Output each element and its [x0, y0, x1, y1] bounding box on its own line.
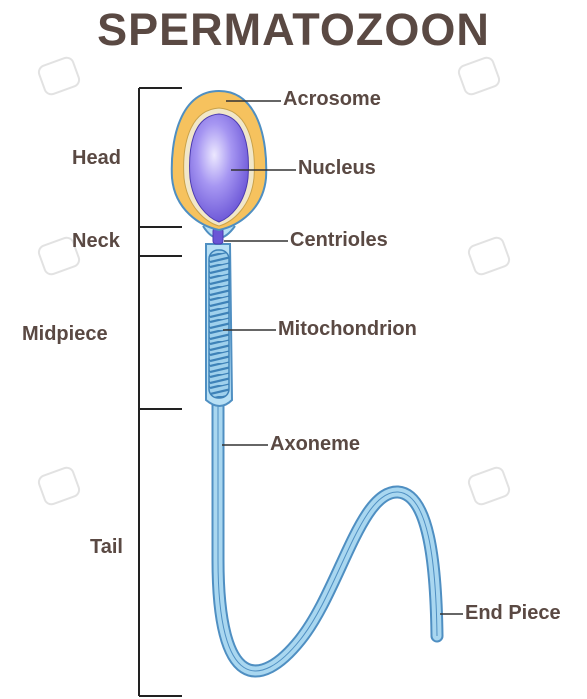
part-label-acrosome: Acrosome: [283, 88, 381, 111]
region-label-midpiece: Midpiece: [22, 323, 108, 346]
midpiece-shape: [206, 244, 232, 406]
region-label-head: Head: [72, 147, 121, 170]
region-label-tail: Tail: [90, 536, 123, 559]
part-label-centrioles: Centrioles: [290, 229, 388, 252]
region-label-neck: Neck: [72, 230, 120, 253]
head-shape: [172, 91, 266, 230]
part-label-mitochondrion: Mitochondrion: [278, 318, 417, 341]
part-label-axoneme: Axoneme: [270, 433, 360, 456]
part-label-end-piece: End Piece: [465, 602, 561, 625]
part-label-nucleus: Nucleus: [298, 157, 376, 180]
